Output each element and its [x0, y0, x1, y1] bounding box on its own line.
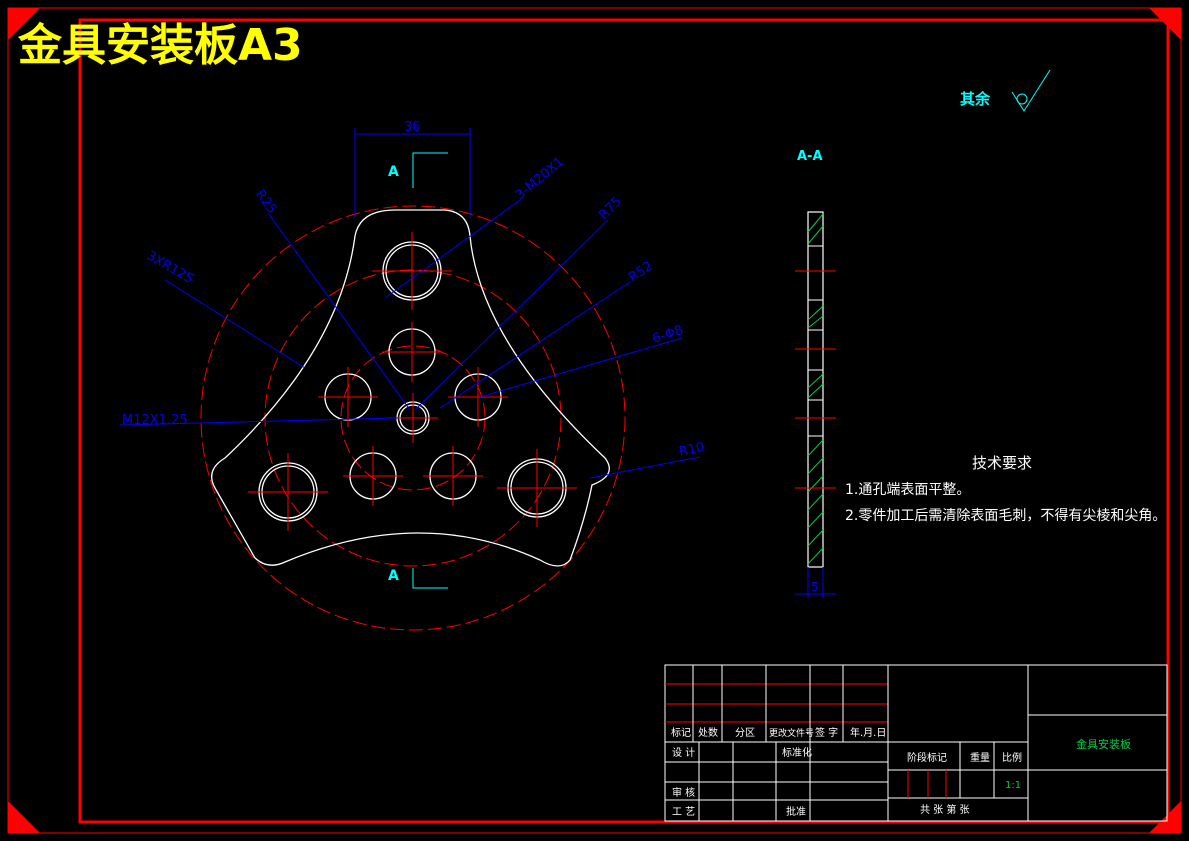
tb-count: 处数: [698, 726, 718, 739]
dim-r75-label: R75: [596, 194, 625, 223]
tech-note-1: 1.通孔端表面平整。: [845, 482, 970, 498]
leader-lines: [119, 199, 701, 479]
corner-mark-bl: [8, 801, 40, 833]
dim-tapped-holes-label: 3-M20X1: [513, 154, 567, 203]
section-arrow-bottom-icon: [412, 568, 448, 589]
dim-width-label: 36: [404, 120, 421, 135]
outer-border: [7, 7, 1182, 834]
tb-sign: 签 字: [815, 726, 838, 739]
title-block: [664, 664, 1168, 822]
tb-mark: 标记: [671, 727, 691, 739]
section-marker-bottom: A: [388, 568, 399, 584]
roughness-label: 其余: [960, 90, 991, 108]
tech-heading: 技术要求: [972, 454, 1032, 472]
roughness-symbol-icon: [1011, 69, 1051, 112]
corner-mark-tl: [8, 8, 40, 40]
width-dimension: [354, 128, 471, 218]
tb-part-name: 金具安装板: [1076, 737, 1131, 751]
center-marks: [248, 232, 577, 531]
tb-review: 审 核: [672, 786, 695, 799]
dim-r10-label: R10: [678, 440, 706, 460]
tb-design: 设 计: [672, 746, 695, 759]
dim-thickness-label: 5: [811, 580, 819, 594]
tb-scale-label: 比例: [1002, 751, 1022, 764]
inner-border: [78, 18, 1170, 824]
dim-center-thread-label: M12X1.25: [122, 413, 188, 428]
construction-circles: [200, 205, 626, 631]
tech-note-2: 2.零件加工后需清除表面毛刺，不得有尖棱和尖角。: [845, 507, 1166, 524]
tb-weight: 重量: [970, 751, 990, 764]
dim-r125-label: 3XR125: [144, 248, 196, 287]
tb-zone: 分区: [735, 727, 755, 739]
tb-change-doc: 更改文件号: [769, 727, 814, 739]
dim-r52-label: R52: [626, 259, 656, 286]
dim-r25-label: R25: [252, 187, 279, 217]
section-marker-top: A: [388, 164, 399, 180]
section-arrow-top-icon: [412, 152, 448, 188]
tb-standardize: 标准化: [782, 746, 812, 759]
corner-mark-br: [1149, 801, 1181, 833]
tb-stage-mark: 阶段标记: [907, 751, 947, 764]
sheet-title: 金具安装板A3: [17, 20, 303, 71]
tb-approve: 批准: [786, 805, 806, 818]
tb-process: 工 艺: [672, 806, 695, 818]
corner-mark-tr: [1149, 8, 1181, 40]
tb-date: 年.月.日: [850, 726, 886, 739]
tb-scale-value: 1:1: [1005, 780, 1021, 791]
section-view-label: A-A: [797, 149, 823, 164]
tb-sheets: 共 张 第 张: [920, 803, 970, 816]
section-view: [795, 211, 836, 598]
dim-6holes-label: 6-Φ8: [651, 323, 686, 347]
plate-outline: [211, 209, 610, 567]
